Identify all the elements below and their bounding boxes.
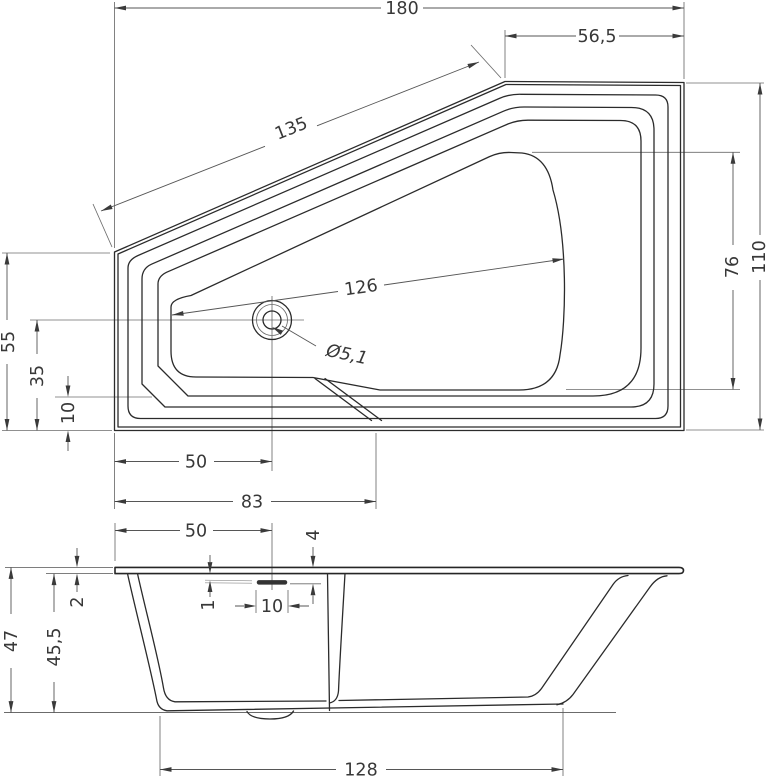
plan-outer-edge-inner: [117, 83, 682, 428]
svg-text:135: 135: [272, 114, 310, 145]
svg-text:45,5: 45,5: [45, 628, 65, 667]
dim-label-56-5: 56,5: [576, 27, 618, 47]
side-dimension-lines: [10, 530, 563, 770]
svg-text:110: 110: [750, 240, 767, 273]
dim-label-135: 135: [270, 113, 312, 145]
drain: [251, 299, 317, 347]
svg-text:1: 1: [199, 599, 219, 610]
svg-text:2: 2: [68, 596, 88, 607]
svg-text:83: 83: [241, 493, 263, 513]
plan-step-wedge: [314, 377, 383, 422]
dim-label-10-plan: 10: [59, 400, 79, 426]
dim-label-45-5: 45,5: [45, 625, 65, 669]
plan-view: 180 56,5 135 110 76 126 Ø5,1 55: [0, 0, 767, 513]
overflow-slot: [204, 579, 288, 585]
svg-text:126: 126: [343, 276, 379, 300]
drain-bump: [246, 710, 295, 720]
dim-label-1: 1: [199, 598, 219, 612]
side-tub-profile: [126, 572, 668, 720]
plan-extension-lines: [2, 2, 764, 509]
side-arrowheads: [8, 528, 563, 772]
svg-text:4: 4: [304, 529, 324, 540]
svg-text:76: 76: [723, 256, 743, 278]
svg-text:55: 55: [0, 331, 19, 353]
dim-label-2: 2: [68, 594, 88, 610]
dim-label-35: 35: [28, 362, 48, 390]
dim-label-180: 180: [384, 0, 420, 19]
dim-label-110: 110: [750, 238, 767, 276]
svg-text:180: 180: [385, 0, 418, 19]
dim-label-47: 47: [2, 627, 22, 655]
dim-label-50-plan: 50: [182, 453, 210, 473]
plan-rim-contour-a: [127, 93, 669, 420]
svg-text:56,5: 56,5: [578, 27, 617, 47]
svg-text:Ø5,1: Ø5,1: [323, 341, 369, 369]
side-extension-lines: [5, 523, 564, 776]
dim-label-drain-diameter: Ø5,1: [323, 341, 369, 369]
dim-label-4: 4: [304, 527, 324, 543]
plan-basin-top-contour: [157, 119, 642, 397]
plan-outer-edge: [113, 80, 685, 432]
svg-text:50: 50: [185, 522, 207, 542]
plan-basin-floor-contour: [170, 151, 566, 391]
plan-dimension-lines: [6, 7, 761, 502]
dim-label-10-side: 10: [259, 597, 285, 617]
svg-text:50: 50: [185, 453, 207, 473]
side-rim: [114, 566, 685, 575]
svg-text:47: 47: [2, 630, 22, 652]
dim-label-128: 128: [342, 761, 380, 779]
svg-text:10: 10: [261, 597, 283, 617]
svg-text:128: 128: [344, 761, 377, 779]
dim-label-126: 126: [341, 276, 381, 300]
dim-label-76: 76: [723, 253, 743, 281]
side-view: 50 4 2 1 10 47 45,5 128: [2, 522, 685, 779]
dim-label-55: 55: [0, 328, 19, 356]
svg-text:35: 35: [28, 365, 48, 387]
svg-text:10: 10: [59, 402, 79, 424]
plan-rim-contour-b: [141, 106, 655, 408]
dim-label-83: 83: [238, 493, 266, 513]
dim-label-50-side: 50: [182, 522, 210, 542]
